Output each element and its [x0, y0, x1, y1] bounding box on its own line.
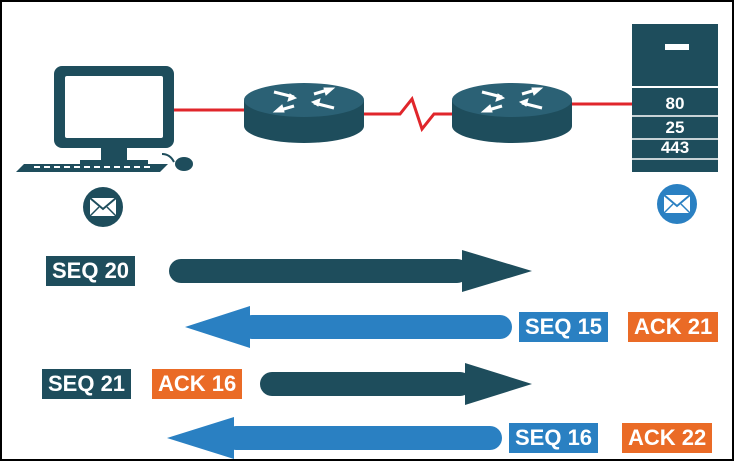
ack-label: ACK 16	[152, 369, 243, 399]
ack-label: ACK 22	[622, 423, 713, 453]
seq-label: SEQ 16	[509, 423, 599, 453]
seq-label: SEQ 15	[519, 312, 609, 342]
arrow-seq-21-ack-16	[260, 363, 532, 405]
router-icon-2	[452, 83, 572, 143]
server-icon	[632, 24, 718, 172]
server-port-label: 443	[660, 138, 690, 157]
serial-link-routers	[362, 95, 452, 133]
envelope-icon-server	[657, 184, 697, 224]
router-icon-1	[244, 83, 364, 143]
arrow-seq-15-ack-21	[185, 306, 512, 348]
network-links	[172, 95, 632, 133]
mouse-icon	[175, 157, 193, 171]
seq-label: SEQ 20	[46, 256, 136, 286]
arrow-seq-16-ack-22	[167, 417, 502, 459]
arrow-seq-20	[169, 250, 532, 292]
seq-label: SEQ 21	[42, 369, 132, 399]
ack-label: ACK 21	[628, 312, 719, 342]
server-port-label: 80	[665, 94, 685, 113]
server-port-label: 25	[665, 118, 685, 137]
envelope-icon-client	[83, 187, 123, 227]
computer-icon	[16, 66, 193, 172]
